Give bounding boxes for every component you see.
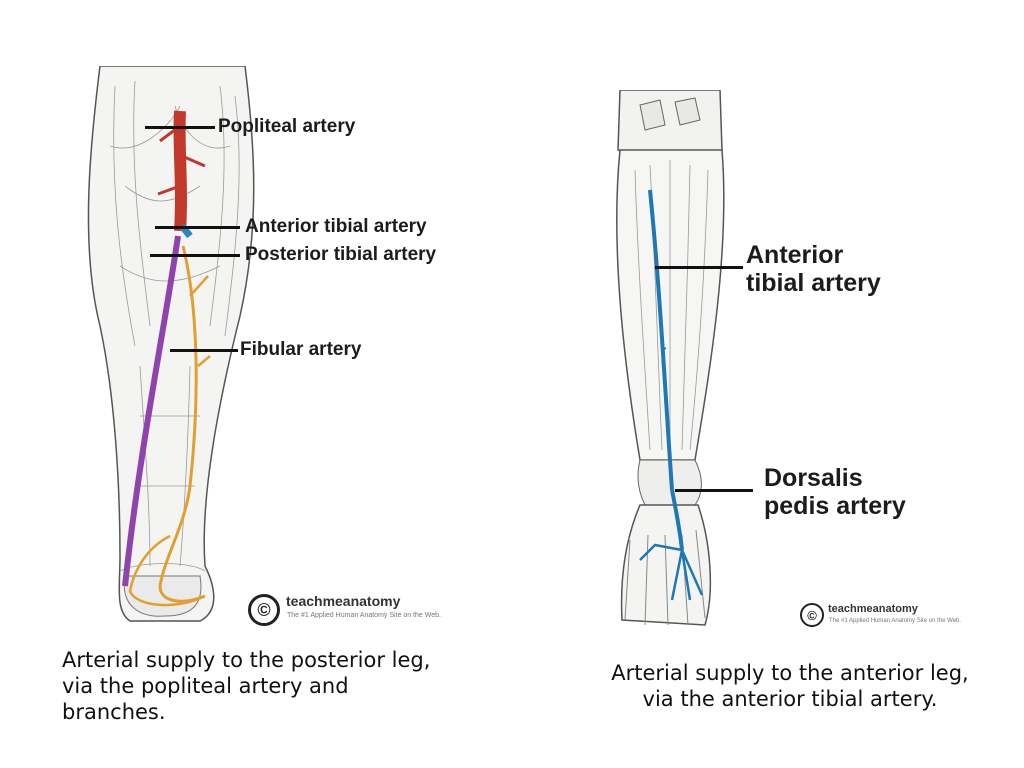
anterior-tibial-artery-label: Anterior tibial artery (245, 216, 427, 237)
anterior-tibial-leader (155, 226, 240, 229)
posterior-leg-illustration (87, 66, 255, 622)
anterior-leg-illustration (616, 90, 725, 626)
posterior-caption: Arterial supply to the posterior leg, vi… (62, 647, 482, 725)
caption-line: branches. (62, 700, 166, 724)
anterior-tibial-right-label-line1: Anterior (746, 241, 844, 269)
anterior-tibial-right-leader (655, 266, 743, 269)
popliteal-leader (145, 126, 215, 129)
posterior-tibial-artery-label: Posterior tibial artery (245, 244, 437, 265)
posterior-leg-figure: Popliteal artery Anterior tibial artery … (40, 66, 480, 626)
dorsalis-pedis-leader (675, 489, 753, 492)
posterior-tibial-leader (150, 254, 240, 257)
copyright-icon: © (800, 603, 824, 627)
popliteal-artery-label: Popliteal artery (218, 116, 356, 137)
dorsalis-pedis-label-line2: pedis artery (764, 492, 906, 520)
caption-line: Arterial supply to the anterior leg, (611, 661, 969, 685)
copyright-icon: © (248, 594, 280, 626)
dorsalis-pedis-label-line1: Dorsalis (764, 464, 863, 492)
caption-line: via the popliteal artery and (62, 674, 349, 698)
anterior-caption: Arterial supply to the anterior leg, via… (600, 660, 980, 712)
watermark-tagline: The #1 Applied Human Anatomy Site on the… (287, 612, 441, 619)
caption-line: Arterial supply to the posterior leg, (62, 648, 431, 672)
watermark-tagline: The #1 Applied Human Anatomy Site on the… (829, 618, 961, 624)
watermark-brand: teachmeanatomy (828, 603, 918, 615)
caption-line: via the anterior tibial artery. (642, 687, 938, 711)
fibular-artery-label: Fibular artery (240, 339, 362, 360)
anterior-tibial-right-label-line2: tibial artery (746, 269, 881, 297)
watermark-brand: teachmeanatomy (286, 593, 401, 609)
anterior-leg-figure: Anterior tibial artery Dorsalis pedis ar… (600, 90, 980, 630)
fibular-leader (170, 349, 238, 352)
